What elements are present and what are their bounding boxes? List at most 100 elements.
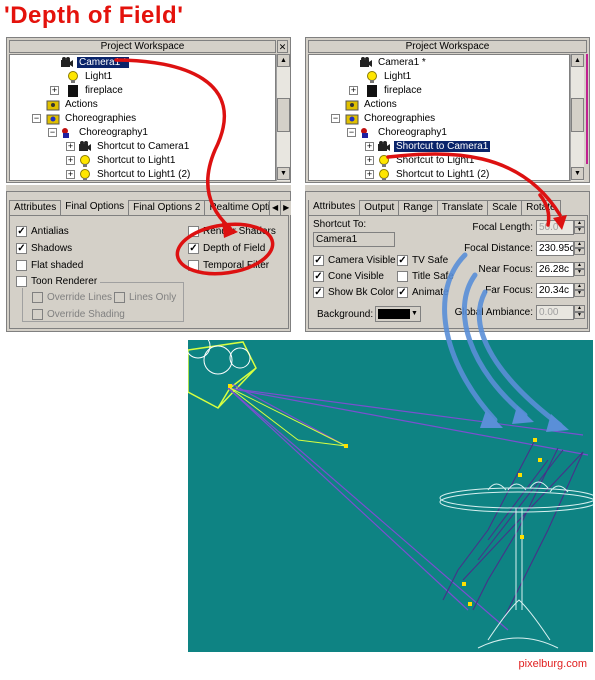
background-color-swatch[interactable]: ▼	[375, 306, 421, 322]
tree-item-shortcut-light-2[interactable]: Shortcut to Light1 (2)	[78, 168, 192, 180]
animate-checkbox[interactable]: ✓Animate	[397, 286, 449, 298]
tree-item-choreography[interactable]: Choreography1	[60, 126, 150, 140]
checkbox-box	[188, 225, 199, 237]
title-safe-checkbox[interactable]: Title Safe	[397, 270, 454, 283]
focal-distance-spinner[interactable]: ▲▼	[574, 241, 585, 256]
tab-output[interactable]: Output	[359, 200, 400, 215]
scroll-thumb[interactable]	[277, 98, 290, 132]
camera-visible-checkbox[interactable]: ✓Camera Visible	[313, 254, 396, 266]
tree-item-actions[interactable]: Actions	[46, 98, 100, 112]
scroll-down-icon[interactable]: ▼	[277, 167, 290, 180]
tab-final-options[interactable]: Final Options	[60, 200, 130, 216]
scroll-down-icon[interactable]: ▼	[571, 167, 584, 180]
tab-final-options-2[interactable]: Final Options 2	[128, 200, 206, 215]
spin-up-icon[interactable]: ▲	[574, 283, 585, 290]
cone-visible-checkbox[interactable]: ✓Cone Visible	[313, 270, 384, 282]
spin-down-icon[interactable]: ▼	[574, 290, 585, 297]
tree-item-shortcut-camera[interactable]: Shortcut to Camera1	[377, 140, 492, 154]
global-ambiance-spinner[interactable]: ▲▼	[574, 305, 585, 320]
collapse-icon[interactable]: −	[347, 127, 356, 137]
spin-down-icon[interactable]: ▼	[574, 312, 585, 319]
tree-item-choreography[interactable]: Choreography1	[359, 126, 449, 140]
panel-splitter[interactable]	[6, 184, 291, 192]
focal-distance-field[interactable]: 230.95c	[536, 241, 574, 256]
tab-attributes[interactable]: Attributes	[9, 200, 62, 215]
bulb-icon	[379, 155, 389, 167]
tree-item-camera[interactable]: Camera1 *	[60, 56, 130, 70]
tab-realtime-options[interactable]: Realtime Options	[204, 200, 271, 215]
focal-length-field[interactable]: 50.0	[536, 220, 574, 235]
collapse-icon[interactable]: −	[331, 113, 340, 123]
scroll-thumb[interactable]	[571, 98, 584, 132]
temporal-filter-checkbox[interactable]: Temporal Filter	[188, 259, 269, 272]
near-focus-field[interactable]: 26.28c	[536, 262, 574, 277]
tree-item-camera[interactable]: Camera1 *	[359, 56, 428, 70]
tree-item-light[interactable]: Light1	[365, 70, 413, 84]
override-lines-checkbox[interactable]: Override Lines	[32, 291, 112, 304]
global-ambiance-field[interactable]: 0.00	[536, 305, 574, 320]
tab-scale[interactable]: Scale	[487, 200, 523, 215]
tab-translate[interactable]: Translate	[436, 200, 489, 215]
3d-viewport[interactable]	[188, 340, 593, 652]
spin-up-icon[interactable]: ▲	[574, 305, 585, 312]
antialias-checkbox[interactable]: ✓Antialias	[16, 225, 69, 237]
tree-item-choreographies[interactable]: Choreographies	[345, 112, 437, 126]
shadows-checkbox[interactable]: ✓Shadows	[16, 242, 73, 254]
camera-wireframe	[188, 341, 257, 409]
spin-up-icon[interactable]: ▲	[574, 220, 585, 227]
spin-down-icon[interactable]: ▼	[574, 269, 585, 276]
tree-item-light[interactable]: Light1	[66, 70, 114, 84]
lines-only-checkbox[interactable]: Lines Only	[114, 291, 176, 304]
tree-item-shortcut-light[interactable]: Shortcut to Light1	[377, 154, 476, 168]
expand-icon[interactable]: +	[66, 155, 75, 165]
expand-icon[interactable]: +	[349, 85, 358, 95]
collapse-icon[interactable]: −	[32, 113, 41, 123]
tree-item-choreographies[interactable]: Choreographies	[46, 112, 138, 126]
show-bk-color-checkbox[interactable]: ✓Show Bk Color	[313, 286, 395, 298]
expand-icon[interactable]: +	[365, 169, 374, 179]
tree-item-shortcut-light-2[interactable]: Shortcut to Light1 (2)	[377, 168, 491, 180]
toon-renderer-checkbox[interactable]: Toon Renderer	[16, 275, 101, 288]
spin-up-icon[interactable]: ▲	[574, 241, 585, 248]
render-shaders-checkbox[interactable]: Render Shaders	[188, 225, 276, 238]
expand-icon[interactable]: +	[365, 155, 374, 165]
expand-icon[interactable]: +	[66, 169, 75, 179]
focal-planes	[442, 441, 584, 621]
focal-length-spinner[interactable]: ▲▼	[574, 220, 585, 235]
scroll-up-icon[interactable]: ▲	[277, 54, 290, 67]
tab-rotate[interactable]: Rotate	[521, 200, 561, 215]
expand-icon[interactable]: +	[66, 141, 75, 151]
tree-item-shortcut-camera[interactable]: Shortcut to Camera1	[78, 140, 191, 154]
vertical-scrollbar[interactable]: ▲ ▼	[570, 54, 584, 181]
override-shading-checkbox[interactable]: Override Shading	[32, 308, 125, 321]
tv-safe-checkbox[interactable]: ✓TV Safe	[397, 254, 449, 266]
tree-item-fireplace[interactable]: fireplace	[66, 84, 125, 98]
collapse-icon[interactable]: −	[48, 127, 57, 137]
checkbox-box	[397, 270, 408, 282]
tree-item-fireplace[interactable]: fireplace	[365, 84, 424, 98]
tab-attributes[interactable]: Attributes	[308, 200, 361, 216]
vertical-scrollbar[interactable]: ▲ ▼	[276, 54, 290, 181]
spin-down-icon[interactable]: ▼	[574, 248, 585, 255]
scroll-up-icon[interactable]: ▲	[571, 54, 584, 67]
expand-icon[interactable]: +	[50, 85, 59, 95]
flat-shaded-checkbox[interactable]: Flat shaded	[16, 259, 83, 272]
far-focus-field[interactable]: 20.34c	[536, 283, 574, 298]
depth-of-field-checkbox[interactable]: ✓Depth of Field	[188, 242, 266, 254]
close-icon[interactable]: ✕	[277, 40, 288, 53]
expand-icon[interactable]: +	[365, 141, 374, 151]
tree-item-actions[interactable]: Actions	[345, 98, 399, 112]
tab-scroll-right-icon[interactable]: ▶	[280, 200, 291, 215]
tab-range[interactable]: Range	[398, 200, 438, 215]
panel-splitter[interactable]	[305, 184, 590, 192]
actions-icon	[345, 100, 359, 111]
shortcut-to-field[interactable]: Camera1	[313, 232, 395, 247]
color-swatch	[378, 309, 410, 319]
spin-up-icon[interactable]: ▲	[574, 262, 585, 269]
tree-item-shortcut-light[interactable]: Shortcut to Light1	[78, 154, 177, 168]
near-focus-spinner[interactable]: ▲▼	[574, 262, 585, 277]
spin-down-icon[interactable]: ▼	[574, 227, 585, 234]
far-focus-spinner[interactable]: ▲▼	[574, 283, 585, 298]
